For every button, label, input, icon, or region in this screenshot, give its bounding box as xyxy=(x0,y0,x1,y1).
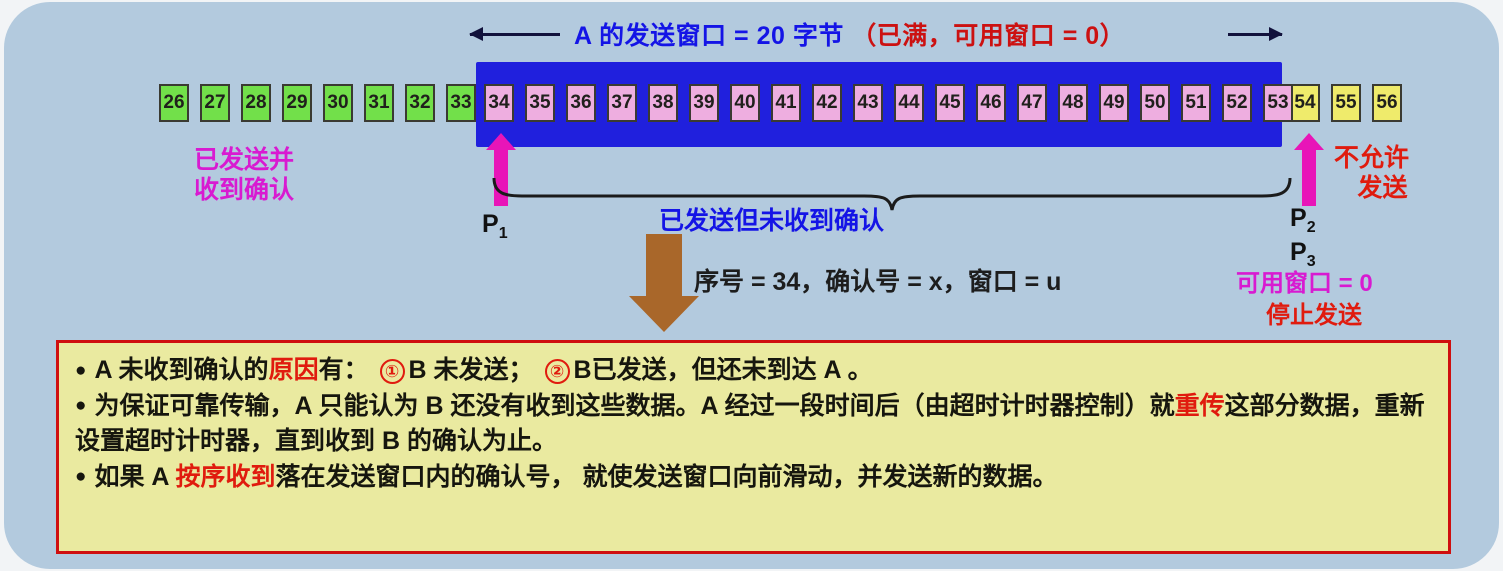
byte-cell: 41 xyxy=(771,84,801,122)
note2-red: 重传 xyxy=(1174,391,1225,420)
note2-c: 这部分数据，重新设置超时计时器，直到收到 B 的确认为止。 xyxy=(75,391,1425,456)
byte-cell: 53 xyxy=(1263,84,1293,122)
note3-red: 按序收到 xyxy=(175,462,276,491)
in-window-byte-group: 34 35 36 37 38 39 40 41 42 43 44 45 46 47 48 49 50 51 52 53 xyxy=(484,84,1304,122)
not-allowed-line1: 不允许 xyxy=(1334,144,1410,172)
byte-cell: 29 xyxy=(282,84,312,122)
sent-not-acked-label: 已发送但未收到确认 xyxy=(659,207,885,235)
p3-label: P3 xyxy=(1290,238,1316,270)
byte-cell: 50 xyxy=(1140,84,1170,122)
down-arrow-icon xyxy=(629,234,699,332)
byte-cell: 56 xyxy=(1372,84,1402,122)
right-arrow-icon xyxy=(1228,26,1283,41)
sent-and-acked-line2: 收到确认 xyxy=(194,175,295,204)
note1-red: 原因 xyxy=(268,356,319,384)
note3-c: 落在发送窗口内的确认号， 就使发送窗口向前滑动，并发送新的数据。 xyxy=(275,462,1058,491)
byte-cell: 33 xyxy=(446,84,476,122)
byte-cell: 30 xyxy=(323,84,353,122)
p2-label: P2 xyxy=(1290,204,1316,236)
note1-d: B 未发送； xyxy=(408,356,534,384)
byte-cell: 52 xyxy=(1222,84,1252,122)
byte-cell: 43 xyxy=(853,84,883,122)
stop-sending-label: 停止发送 xyxy=(1266,302,1362,329)
unacked-range-brace xyxy=(492,177,1292,211)
byte-cell: 40 xyxy=(730,84,760,122)
segment-header-label: 序号 = 34，确认号 = x，窗口 = u xyxy=(694,268,1062,296)
p2-pointer-arrow-icon xyxy=(1294,133,1324,206)
p1-label: P1 xyxy=(482,210,508,242)
byte-cell: 46 xyxy=(976,84,1006,122)
byte-cell: 36 xyxy=(566,84,596,122)
byte-cell: 27 xyxy=(200,84,230,122)
byte-cell: 49 xyxy=(1099,84,1129,122)
not-allowed-label: 不允许 发送 xyxy=(1334,144,1409,203)
byte-cell: 28 xyxy=(241,84,271,122)
note-line-2: ● 为保证可靠传输，A 只能认为 B 还没有收到这些数据。A 经过一段时间后（由超… xyxy=(75,389,1432,460)
note-line-3: ● 如果 A 按序收到落在发送窗口内的确认号， 就使发送窗口向前滑动，并发送新的数… xyxy=(75,460,1432,496)
note1-a: A 未收到确认的 xyxy=(94,356,269,384)
sent-and-acked-line1: 已发送并 xyxy=(194,146,295,174)
byte-cell: 55 xyxy=(1331,84,1361,122)
byte-cell: 48 xyxy=(1058,84,1088,122)
byte-cell: 44 xyxy=(894,84,924,122)
bullet-icon-2: ● xyxy=(75,395,87,417)
byte-cell: 37 xyxy=(607,84,637,122)
byte-cell: 38 xyxy=(648,84,678,122)
circled-number-2: ② xyxy=(544,359,570,384)
byte-cell: 31 xyxy=(364,84,394,122)
diagram-panel: A 的发送窗口 = 20 字节 （已满，可用窗口 = 0） 26 27 28 29 30… xyxy=(4,2,1499,569)
bullet-icon-1: ● xyxy=(75,359,87,381)
sent-and-acked-label: 已发送并 收到确认 xyxy=(194,146,294,205)
note3-a: 如果 A xyxy=(94,462,176,491)
byte-cell: 45 xyxy=(935,84,965,122)
circled-number-1: ① xyxy=(379,359,405,384)
byte-cell: 47 xyxy=(1017,84,1047,122)
window-caption-row: A 的发送窗口 = 20 字节 （已满，可用窗口 = 0） xyxy=(469,14,1283,54)
byte-cell: 32 xyxy=(405,84,435,122)
window-caption-note: （已满，可用窗口 = 0） xyxy=(851,22,1126,50)
note1-e: B已发送，但还未到达 A 。 xyxy=(573,356,873,384)
byte-cell: 39 xyxy=(689,84,719,122)
note2-a: 为保证可靠传输，A 只能认为 B 还没有收到这些数据。A 经过一段时间后（由超时… xyxy=(94,391,1175,420)
window-caption-main: A 的发送窗口 = 20 字节 xyxy=(574,22,844,50)
window-caption: A 的发送窗口 = 20 字节 （已满，可用窗口 = 0） xyxy=(560,16,1139,52)
left-arrow-icon xyxy=(469,26,560,41)
byte-cell: 35 xyxy=(525,84,555,122)
byte-cell: 42 xyxy=(812,84,842,122)
not-allowed-line2: 发送 xyxy=(1357,173,1408,202)
note1-c: 有： xyxy=(318,356,369,384)
available-window-label: 可用窗口 = 0 xyxy=(1236,270,1373,297)
byte-cell: 51 xyxy=(1181,84,1211,122)
byte-cell: 34 xyxy=(484,84,514,122)
acked-byte-group: 26 27 28 29 30 31 32 33 xyxy=(159,84,487,122)
byte-cell: 26 xyxy=(159,84,189,122)
bullet-icon-3: ● xyxy=(75,466,87,488)
